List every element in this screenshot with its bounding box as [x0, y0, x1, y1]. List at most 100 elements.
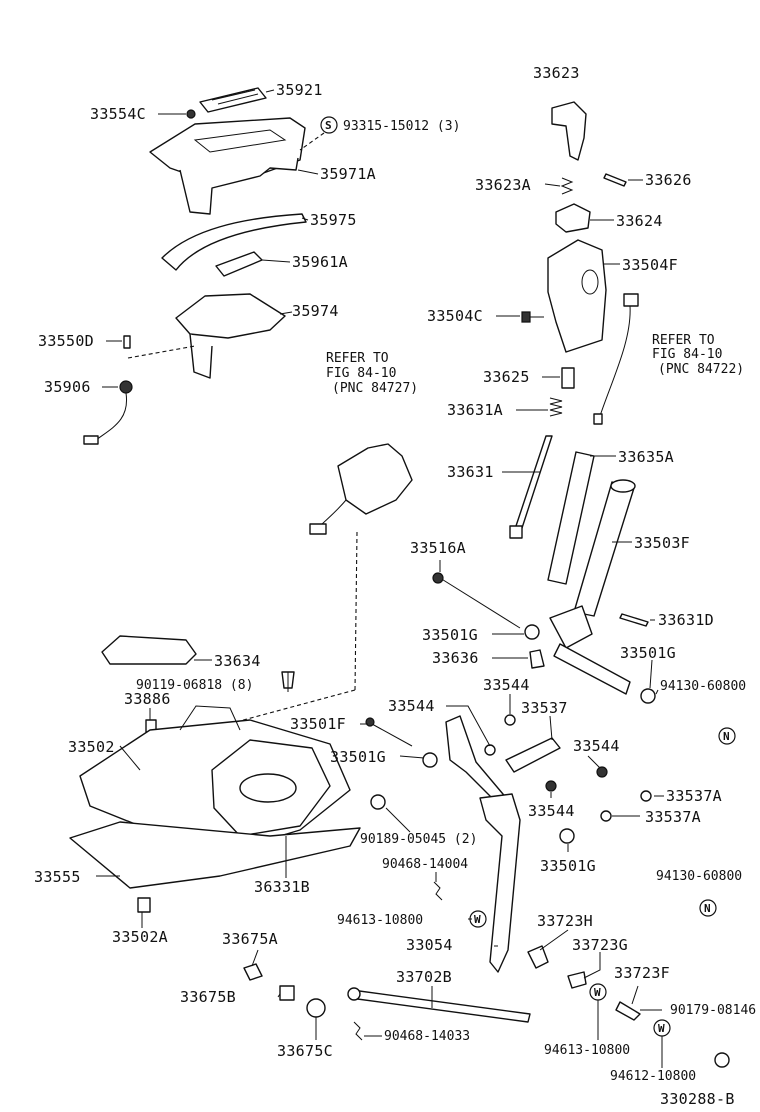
- part-35906-drawing: [119, 380, 133, 394]
- label-94613-b: 94613-10800: [544, 1043, 630, 1058]
- refer-note-84722-line3: (PNC 84722): [658, 362, 744, 377]
- n-badge-icon: [699, 899, 717, 917]
- label-90468-a: 90468-14004: [382, 857, 468, 872]
- part-33702B-drawing: [349, 989, 531, 1023]
- label-33675C: 33675C: [277, 1042, 333, 1060]
- label-94130-a: 94130-60800: [660, 679, 746, 694]
- harness-84727-drawing: [337, 443, 413, 515]
- diagram-code: 330288-B: [660, 1090, 735, 1108]
- label-33503F: 33503F: [634, 534, 690, 552]
- part-33723G-drawing: [567, 971, 587, 989]
- part-33544-d-drawing: [545, 780, 557, 792]
- label-33631A: 33631A: [447, 401, 503, 419]
- part-33623-drawing: [551, 101, 587, 161]
- part-90468-b-drawing: [353, 1021, 363, 1041]
- label-33723F: 33723F: [614, 964, 670, 982]
- label-35974: 35974: [292, 302, 339, 320]
- part-33537-drawing: [505, 737, 561, 773]
- part-33625-drawing: [561, 367, 575, 389]
- label-33502A: 33502A: [112, 928, 168, 946]
- label-33625: 33625: [483, 368, 530, 386]
- label-33723G: 33723G: [572, 936, 628, 954]
- label-94612: 94612-10800: [610, 1069, 696, 1084]
- refer-note-84722-line2: FIG 84-10: [652, 347, 722, 362]
- label-33636: 33636: [432, 649, 479, 667]
- label-33537A-a: 33537A: [666, 787, 722, 805]
- part-33554C-drawing: [186, 109, 196, 119]
- part-33054-drawing: [479, 793, 521, 973]
- label-90179: 90179-08146: [670, 1003, 756, 1018]
- part-35974-drawing: [175, 293, 286, 339]
- part-33550D-drawing: [123, 335, 131, 349]
- label-94613-a: 94613-10800: [337, 913, 423, 928]
- part-33503F-base-drawing: [549, 605, 593, 649]
- refer-note-84727-line2: FIG 84-10: [326, 366, 396, 381]
- label-33675A: 33675A: [222, 930, 278, 948]
- part-33631D-drawing: [619, 613, 649, 627]
- label-33537: 33537: [521, 699, 568, 717]
- label-33634: 33634: [214, 652, 261, 670]
- part-33623A-drawing: [560, 177, 574, 195]
- part-33636-drawing: [529, 649, 545, 669]
- svg-text:N: N: [704, 902, 711, 915]
- part-90189-drawing: [370, 794, 386, 810]
- part-33675B-drawing: [279, 985, 295, 1001]
- label-33516A: 33516A: [410, 539, 466, 557]
- part-33501G-c-drawing: [422, 752, 438, 768]
- part-33504C-drawing: [521, 311, 531, 323]
- label-35961A: 35961A: [292, 253, 348, 271]
- part-33626-drawing: [603, 173, 627, 187]
- label-33626: 33626: [645, 171, 692, 189]
- label-33702B: 33702B: [396, 968, 452, 986]
- part-33516A-drawing: [439, 577, 521, 629]
- label-94130-b: 94130-60800: [656, 869, 742, 884]
- label-33550D: 33550D: [38, 332, 94, 350]
- label-93315: 93315-15012 (3): [343, 119, 460, 134]
- svg-text:N: N: [723, 730, 730, 743]
- part-33624-drawing: [555, 203, 591, 233]
- label-33544-b: 33544: [388, 697, 435, 715]
- refer-note-84727-line3: (PNC 84727): [332, 381, 418, 396]
- label-33054: 33054: [406, 936, 453, 954]
- part-35961A-drawing: [215, 251, 263, 277]
- label-90119: 90119-06818 (8): [136, 678, 253, 693]
- part-33544-a-drawing: [504, 714, 516, 726]
- label-33537A-b: 33537A: [645, 808, 701, 826]
- part-33501G-d-drawing: [559, 828, 575, 844]
- part-33501F-drawing: [371, 723, 413, 747]
- label-33723H: 33723H: [537, 912, 593, 930]
- part-33544-lever-drawing: [445, 715, 509, 809]
- label-33544-a: 33544: [483, 676, 530, 694]
- part-90468-a-drawing: [433, 881, 443, 901]
- svg-text:W: W: [658, 1022, 665, 1035]
- part-33544-c-drawing: [596, 766, 608, 778]
- label-33544-d: 33544: [528, 802, 575, 820]
- part-33555-drawing: [69, 821, 361, 889]
- label-33623A: 33623A: [475, 176, 531, 194]
- part-33723F-drawing: [615, 1001, 641, 1021]
- label-33631D: 33631D: [658, 611, 714, 629]
- label-36331B: 36331B: [254, 878, 310, 896]
- part-33544-b-drawing: [484, 744, 496, 756]
- part-33631-drawing: [515, 435, 553, 529]
- label-33886: 33886: [124, 690, 171, 708]
- part-33501G-b-drawing: [640, 688, 656, 704]
- label-33675B: 33675B: [180, 988, 236, 1006]
- label-90189: 90189-05045 (2): [360, 832, 477, 847]
- label-35971A: 35971A: [320, 165, 376, 183]
- part-33635A-drawing: [547, 451, 595, 585]
- label-33501G-a: 33501G: [422, 626, 478, 644]
- label-33501G-c: 33501G: [330, 748, 386, 766]
- label-33623: 33623: [533, 64, 580, 82]
- part-33501G-a-drawing: [524, 624, 540, 640]
- label-33501F: 33501F: [290, 715, 346, 733]
- svg-text:S: S: [325, 119, 332, 132]
- refer-note-84722-line1: REFER TO: [652, 333, 715, 348]
- svg-text:W: W: [594, 986, 601, 999]
- part-33675C-drawing: [306, 998, 326, 1018]
- label-33504C: 33504C: [427, 307, 483, 325]
- label-33501G-b: 33501G: [620, 644, 676, 662]
- s-badge-icon: [320, 116, 338, 134]
- label-33631: 33631: [447, 463, 494, 481]
